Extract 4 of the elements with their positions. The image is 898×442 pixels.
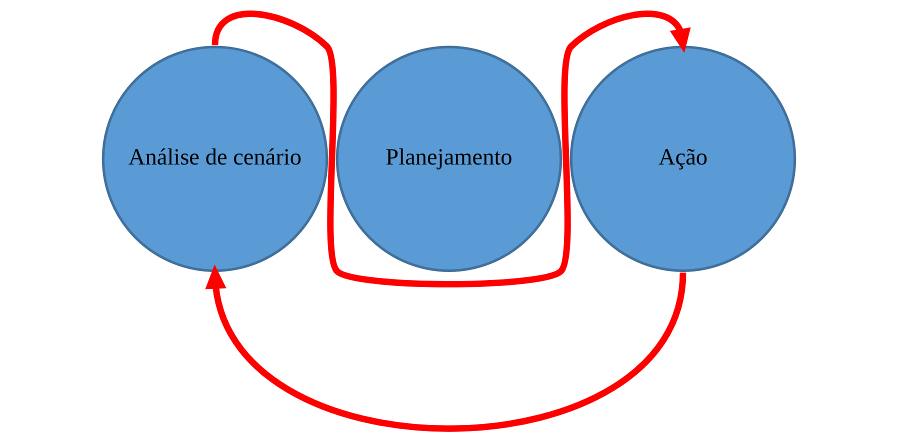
node-circle: Análise de cenário	[102, 46, 328, 272]
node-circle: Ação	[570, 46, 796, 272]
node-circle: Planejamento	[336, 46, 562, 272]
arrow	[205, 264, 686, 432]
